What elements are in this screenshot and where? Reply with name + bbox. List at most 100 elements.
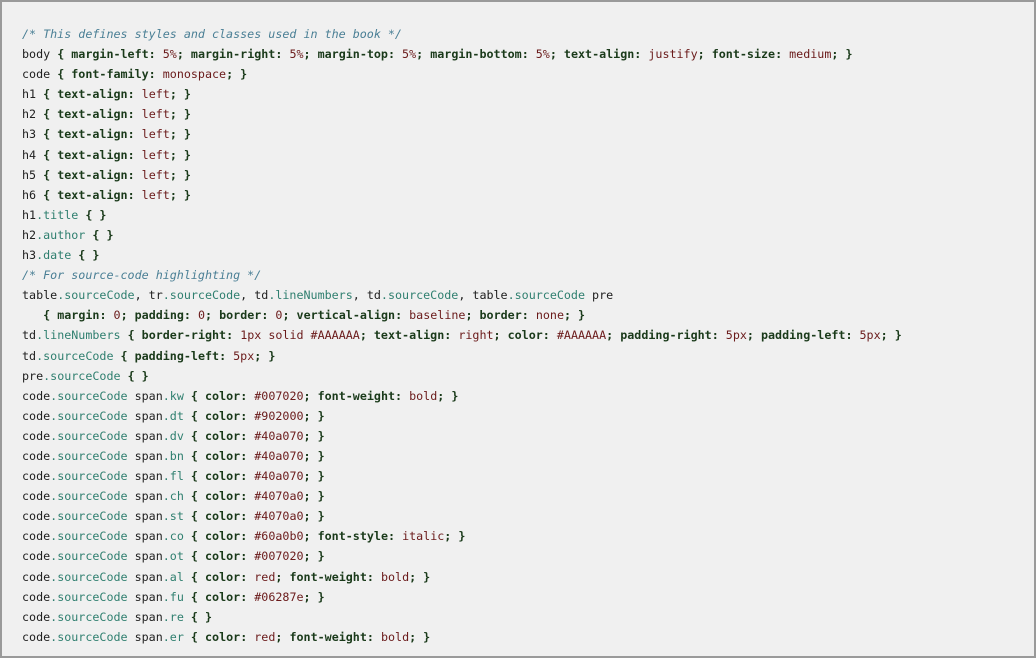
css-punctuation: {: [43, 308, 58, 323]
css-class-selector: .sourceCode: [50, 469, 128, 484]
css-property: font-weight: [289, 569, 367, 584]
css-property: text-align: [57, 87, 128, 102]
css-punctuation: :: [240, 408, 255, 423]
css-value: #007020: [254, 549, 304, 564]
css-class-selector: .co: [162, 529, 184, 544]
css-property: color: [205, 509, 241, 524]
css-selector-text: span: [127, 408, 163, 423]
css-selector-text: span: [127, 489, 163, 504]
css-punctuation: :: [240, 589, 255, 604]
css-class-selector: .author: [36, 227, 86, 242]
css-punctuation: ; }: [563, 308, 586, 323]
css-value: red: [254, 569, 276, 584]
code-line: { margin: 0; padding: 0; border: 0; vert…: [22, 305, 902, 325]
code-line: code.sourceCode span.er { color: red; fo…: [22, 627, 902, 647]
code-line: code { font-family: monospace; }: [22, 64, 902, 84]
css-class-selector: .dv: [162, 428, 184, 443]
css-value: medium: [789, 47, 832, 62]
css-property: color: [205, 469, 241, 484]
css-class-selector: .sourceCode: [50, 489, 128, 504]
css-punctuation: :: [366, 569, 381, 584]
css-property: text-align: [57, 167, 128, 182]
css-punctuation: :: [240, 509, 255, 524]
code-line: h3.date { }: [22, 245, 902, 265]
css-value: #902000: [254, 408, 304, 423]
css-selector-text: h2: [22, 227, 37, 242]
css-punctuation: :: [521, 47, 536, 62]
css-punctuation: {: [113, 348, 135, 363]
css-code-block: /* This defines styles and classes used …: [22, 24, 902, 647]
css-punctuation: ; }: [169, 187, 191, 202]
css-property: color: [205, 529, 241, 544]
css-value: #40a070: [254, 428, 304, 443]
css-class-selector: .sourceCode: [50, 629, 128, 644]
css-punctuation: { }: [78, 207, 107, 222]
css-punctuation: :: [634, 47, 649, 62]
css-punctuation: ;: [282, 308, 297, 323]
code-line: code.sourceCode span.dv { color: #40a070…: [22, 426, 902, 446]
css-class-selector: .sourceCode: [50, 569, 128, 584]
css-class-selector: .sourceCode: [43, 368, 121, 383]
css-value: 5%: [162, 47, 177, 62]
css-punctuation: {: [183, 629, 205, 644]
css-value: left: [141, 107, 170, 122]
css-value: bold: [380, 569, 410, 584]
css-punctuation: :: [127, 147, 142, 162]
css-class-selector: .sourceCode: [50, 388, 128, 403]
css-property: margin-left: [71, 47, 149, 62]
css-selector-text: code: [22, 509, 51, 524]
css-punctuation: :: [387, 529, 403, 544]
css-selector-text: h4: [22, 147, 44, 162]
css-punctuation: ; }: [409, 569, 431, 584]
css-property: color: [205, 388, 241, 403]
css-selector-text: span: [127, 549, 163, 564]
css-property: margin-top: [317, 47, 388, 62]
css-value: baseline: [409, 308, 466, 323]
css-punctuation: ;: [465, 308, 480, 323]
css-selector-text: , td: [352, 288, 381, 303]
code-line: pre.sourceCode { }: [22, 366, 902, 386]
css-property: margin-right: [190, 47, 276, 62]
code-line: h6 { text-align: left; }: [22, 185, 902, 205]
css-value: #4070a0: [254, 489, 304, 504]
css-property: vertical-align: [296, 308, 396, 323]
css-punctuation: :: [148, 67, 163, 82]
css-punctuation: ; }: [437, 388, 459, 403]
css-punctuation: ; }: [303, 589, 325, 604]
code-line: h2.author { }: [22, 225, 902, 245]
code-line: /* This defines styles and classes used …: [22, 24, 902, 44]
css-punctuation: ;: [697, 47, 712, 62]
css-punctuation: {: [183, 489, 205, 504]
css-punctuation: ;: [549, 47, 564, 62]
css-punctuation: :: [240, 388, 255, 403]
css-class-selector: .dt: [162, 408, 184, 423]
css-property: font-style: [317, 529, 388, 544]
css-property: font-size: [711, 47, 776, 62]
css-punctuation: {: [43, 187, 58, 202]
css-selector-text: , table: [458, 288, 508, 303]
css-property: padding-left: [760, 328, 846, 343]
css-punctuation: ;: [303, 388, 318, 403]
css-value: italic: [402, 529, 445, 544]
css-property: border: [479, 308, 522, 323]
css-selector-text: table: [22, 288, 58, 303]
code-line: td.lineNumbers { border-right: 1px solid…: [22, 325, 902, 345]
css-punctuation: :: [127, 87, 142, 102]
css-selector-text: pre: [22, 368, 44, 383]
css-punctuation: :: [845, 328, 860, 343]
css-punctuation: ; }: [303, 448, 325, 463]
css-punctuation: :: [240, 549, 255, 564]
css-value: bold: [380, 629, 410, 644]
css-value: left: [141, 187, 170, 202]
css-selector-text: [22, 308, 43, 322]
css-class-selector: .sourceCode: [50, 428, 128, 443]
css-class-selector: .title: [36, 207, 79, 222]
css-selector-text: span: [127, 589, 163, 604]
css-selector-text: , tr: [134, 288, 163, 303]
css-selector-text: span: [127, 428, 163, 443]
css-punctuation: ; }: [169, 87, 191, 102]
css-property: text-align: [57, 187, 128, 202]
css-property: border: [219, 308, 262, 323]
css-punctuation: ;: [493, 328, 508, 343]
css-punctuation: :: [366, 629, 381, 644]
